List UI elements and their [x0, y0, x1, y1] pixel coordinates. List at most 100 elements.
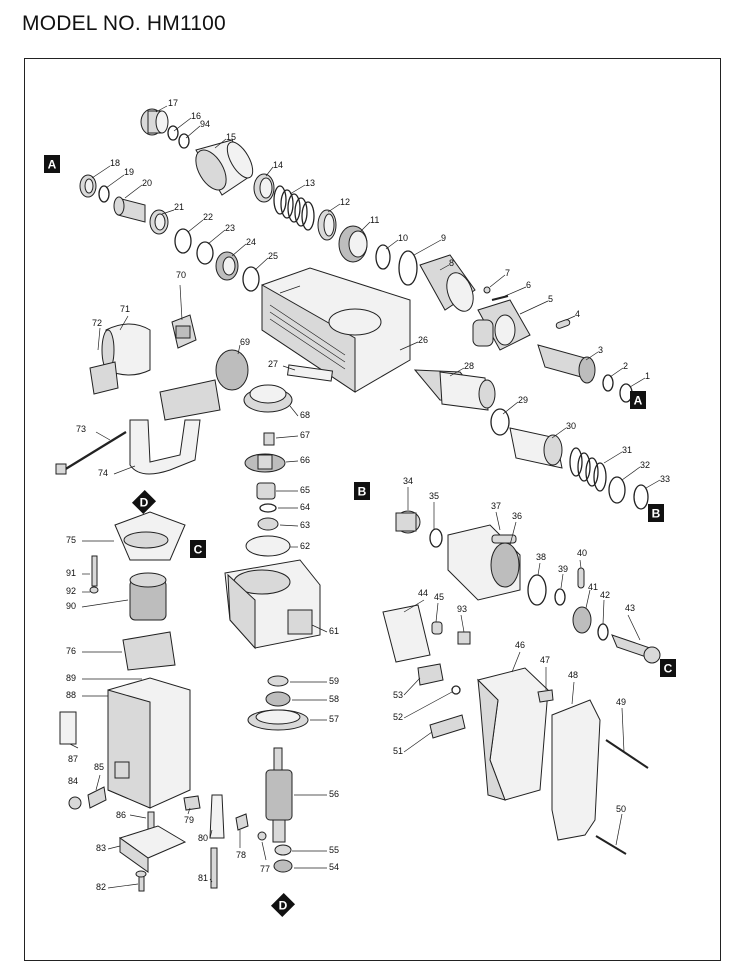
part-label-70: 70: [176, 270, 186, 280]
part-label-32: 32: [640, 460, 650, 470]
main-handle-drawing: [382, 604, 649, 855]
part-label-11: 11: [370, 215, 379, 225]
marker-a: A: [630, 391, 646, 409]
part-label-80: 80: [198, 833, 208, 843]
part-label-92: 92: [66, 586, 76, 596]
part-label-78: 78: [236, 850, 246, 860]
marker-b: B: [354, 482, 370, 500]
svg-text:B: B: [652, 507, 661, 521]
part-label-73: 73: [76, 424, 86, 434]
part-label-49: 49: [616, 697, 626, 707]
part-label-82: 82: [96, 882, 106, 892]
part-label-55: 55: [329, 845, 339, 855]
marker-a: A: [44, 155, 60, 173]
marker-c: C: [190, 540, 206, 558]
part-label-4: 4: [575, 309, 580, 319]
part-label-22: 22: [203, 212, 213, 222]
part-label-65: 65: [300, 485, 310, 495]
part-label-15: 15: [226, 132, 236, 142]
side-handle-drawing: [55, 314, 249, 475]
part-label-39: 39: [558, 564, 568, 574]
motor-housing-drawing: [59, 511, 267, 892]
reference-markers: A A B B C C D D: [44, 155, 676, 918]
part-label-91: 91: [66, 568, 76, 578]
part-label-41: 41: [588, 582, 598, 592]
part-label-18: 18: [110, 158, 120, 168]
part-label-48: 48: [568, 670, 578, 680]
part-label-90: 90: [66, 601, 76, 611]
part-label-14: 14: [273, 160, 283, 170]
marker-d: D: [270, 892, 296, 918]
part-label-77: 77: [260, 864, 270, 874]
part-label-54: 54: [329, 862, 339, 872]
part-label-94: 94: [200, 119, 210, 129]
marker-b: B: [648, 504, 664, 522]
part-label-79: 79: [184, 815, 194, 825]
part-label-57: 57: [329, 714, 339, 724]
part-label-76: 76: [66, 646, 76, 656]
part-label-33: 33: [660, 474, 670, 484]
chuck-assembly-drawing: [140, 108, 633, 403]
part-number-labels: 1234567891011121314151617181920212223242…: [66, 98, 670, 892]
marker-c: C: [660, 659, 676, 677]
part-label-6: 6: [526, 280, 531, 290]
part-label-74: 74: [98, 468, 108, 478]
part-label-24: 24: [246, 237, 256, 247]
part-label-26: 26: [418, 335, 428, 345]
armature-column-drawing: [247, 675, 309, 873]
part-label-9: 9: [441, 233, 446, 243]
part-label-85: 85: [94, 762, 104, 772]
part-label-37: 37: [491, 501, 501, 511]
part-label-71: 71: [120, 304, 130, 314]
part-label-61: 61: [329, 626, 339, 636]
part-label-62: 62: [300, 541, 310, 551]
part-label-69: 69: [240, 337, 250, 347]
part-label-7: 7: [505, 268, 510, 278]
part-label-5: 5: [548, 294, 553, 304]
part-label-43: 43: [625, 603, 635, 613]
part-label-93: 93: [457, 604, 467, 614]
part-label-13: 13: [305, 178, 315, 188]
part-label-42: 42: [600, 590, 610, 600]
crank-case-drawing: [224, 559, 321, 650]
svg-text:C: C: [664, 662, 673, 676]
part-label-36: 36: [512, 511, 522, 521]
part-label-38: 38: [536, 552, 546, 562]
part-label-16: 16: [191, 111, 201, 121]
part-label-63: 63: [300, 520, 310, 530]
svg-text:A: A: [48, 158, 57, 172]
part-label-89: 89: [66, 673, 76, 683]
diagram-frame: [24, 58, 721, 961]
model-title: MODEL NO. HM1100: [22, 12, 226, 35]
part-label-51: 51: [393, 746, 403, 756]
part-label-50: 50: [616, 804, 626, 814]
part-label-87: 87: [68, 754, 78, 764]
part-label-47: 47: [540, 655, 550, 665]
cylinder-drawing: [413, 369, 649, 510]
marker-d: D: [131, 489, 157, 515]
svg-text:D: D: [279, 899, 288, 913]
switch-and-rod-drawing: [395, 510, 661, 664]
svg-text:B: B: [358, 485, 367, 499]
part-label-86: 86: [116, 810, 126, 820]
part-label-56: 56: [329, 789, 339, 799]
part-label-59: 59: [329, 676, 339, 686]
part-label-21: 21: [174, 202, 184, 212]
part-label-17: 17: [168, 98, 178, 108]
part-label-3: 3: [598, 345, 603, 355]
part-label-64: 64: [300, 502, 310, 512]
part-label-2: 2: [623, 361, 628, 371]
part-label-58: 58: [329, 694, 339, 704]
part-label-40: 40: [577, 548, 587, 558]
part-label-45: 45: [434, 592, 444, 602]
gear-column-drawing: [243, 384, 293, 557]
part-label-27: 27: [268, 359, 278, 369]
housing-drawing: [261, 267, 411, 393]
leader-lines: [69, 105, 661, 889]
part-label-34: 34: [403, 476, 413, 486]
part-label-28: 28: [464, 361, 474, 371]
part-label-53: 53: [393, 690, 403, 700]
part-label-72: 72: [92, 318, 102, 328]
part-label-20: 20: [142, 178, 152, 188]
